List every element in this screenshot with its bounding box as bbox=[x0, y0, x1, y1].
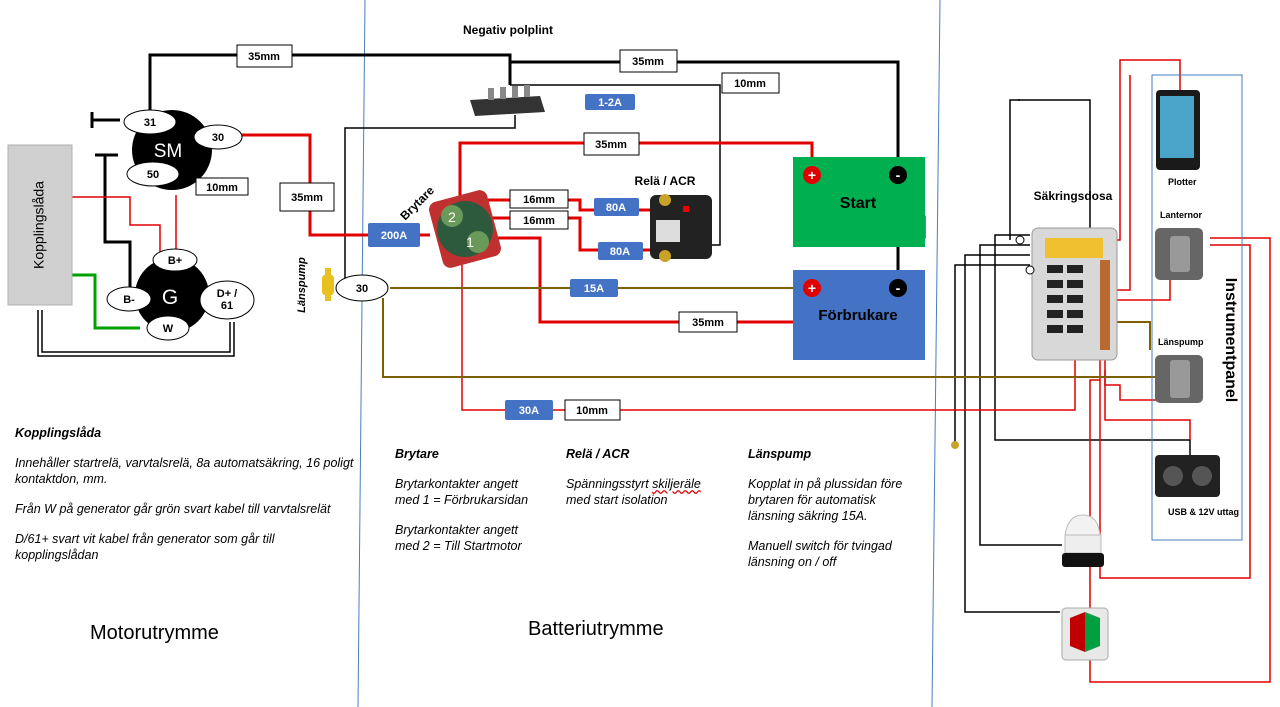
forbrukare-minus-icon bbox=[889, 279, 907, 297]
usb-socket-icon bbox=[1155, 455, 1220, 497]
svg-text:-: - bbox=[896, 167, 901, 183]
notes-kopplingslada-title: Kopplingslåda bbox=[15, 426, 102, 440]
plotter-icon bbox=[1156, 90, 1200, 170]
instrumentpanel-frame bbox=[1151, 74, 1243, 541]
wire-16-b: 16mm bbox=[523, 215, 555, 227]
section-batteriutrymme: Batteriutrymme bbox=[528, 618, 664, 640]
negativ-polplint-label: Negativ polplint bbox=[463, 23, 553, 37]
divider-left bbox=[357, 0, 366, 707]
terminal-bplus-label: B+ bbox=[168, 255, 182, 267]
terminal-30-sm-label: 30 bbox=[212, 132, 224, 144]
wire-10-top: 10mm bbox=[734, 78, 766, 90]
notes-kopplingslada-p1: Innehåller startrelä, varvtalsrelä, 8a a… bbox=[15, 456, 354, 486]
switch-icon bbox=[1155, 355, 1203, 403]
notes-brytare: Brytare Brytarkontakter angett med 1 = F… bbox=[395, 446, 545, 568]
fuse-15a: 15A bbox=[584, 283, 604, 295]
kopplingslada-box bbox=[7, 144, 73, 306]
terminal-w-label: W bbox=[163, 323, 174, 335]
svg-text:+: + bbox=[808, 167, 816, 183]
thin-black-wires bbox=[37, 84, 1191, 613]
notes-lanspump-p1: Kopplat in på plussidan före brytaren fö… bbox=[748, 477, 903, 523]
notes-brytare-p2: Brytarkontakter angett med 2 = Till Star… bbox=[395, 523, 522, 553]
terminal-30-pump bbox=[335, 274, 389, 302]
terminal-dplus-label: D+ /61 bbox=[217, 288, 237, 312]
terminal-30-sm bbox=[193, 124, 243, 150]
start-minus-icon bbox=[889, 166, 907, 184]
forbrukare-plus-icon bbox=[803, 279, 821, 297]
terminal-31-label: 31 bbox=[144, 117, 156, 129]
notes-brytare-p1: Brytarkontakter angett med 1 = Förbrukar… bbox=[395, 477, 529, 507]
forbrukare-label: Förbrukare bbox=[818, 307, 897, 324]
notes-lanspump: Länspump Kopplat in på plussidan före br… bbox=[748, 446, 913, 584]
sakringsdosa-label: Säkringsdosa bbox=[1034, 189, 1113, 203]
notes-kopplingslada-p3: D/61+ svart vit kabel från generator som… bbox=[15, 532, 275, 562]
bilge-pump-icon bbox=[322, 268, 334, 301]
lanspump-vertical-label: Länspump bbox=[296, 257, 308, 313]
fuse-30a: 30A bbox=[519, 405, 539, 417]
kopplingslada-label: Kopplingslåda bbox=[31, 181, 47, 269]
sm-label: SM bbox=[154, 141, 183, 162]
notes-rela-title: Relä / ACR bbox=[566, 447, 630, 461]
notes-rela-p1: Spänningsstyrt skiljeräle med start isol… bbox=[566, 477, 701, 507]
fuse-box-icon bbox=[1031, 227, 1118, 361]
start-label: Start bbox=[840, 195, 877, 212]
terminal-50 bbox=[126, 161, 180, 187]
notes-kopplingslada-p2: Från W på generator går grön svart kabel… bbox=[15, 502, 331, 516]
usb-label: USB & 12V uttag bbox=[1168, 507, 1239, 517]
busbar-icon bbox=[470, 85, 545, 116]
terminal-50-label: 50 bbox=[147, 169, 159, 181]
wire-35-left: 35mm bbox=[291, 192, 323, 204]
relay-icon bbox=[650, 194, 712, 262]
divider-right bbox=[931, 0, 941, 707]
breaker-2: 2 bbox=[448, 209, 456, 225]
g-label: G bbox=[162, 286, 178, 309]
wire-16-a: 16mm bbox=[523, 194, 555, 206]
instrumentpanel-label: Instrumentpanel bbox=[1222, 278, 1239, 402]
breaker-1: 1 bbox=[466, 234, 474, 250]
fuse-200a: 200A bbox=[381, 230, 407, 242]
terminal-bplus bbox=[152, 248, 198, 272]
rela-acr-label: Relä / ACR bbox=[635, 174, 696, 188]
wire-35-top-left: 35mm bbox=[248, 51, 280, 63]
notes-rela: Relä / ACR Spänningsstyrt skiljeräle med… bbox=[566, 446, 706, 522]
green-wire bbox=[72, 273, 140, 330]
notes-brytare-title: Brytare bbox=[395, 447, 439, 461]
terminal-31 bbox=[123, 109, 177, 135]
plotter-label: Plotter bbox=[1168, 177, 1197, 187]
anchor-light-icon bbox=[1062, 514, 1104, 567]
fuse-80a-bot: 80A bbox=[610, 246, 630, 258]
svg-text:-: - bbox=[896, 280, 901, 296]
navigation-light-icon bbox=[1061, 607, 1109, 661]
generator bbox=[135, 258, 209, 332]
start-plus-icon bbox=[803, 166, 821, 184]
notes-lanspump-title: Länspump bbox=[748, 447, 812, 461]
wire-10-gen: 10mm bbox=[206, 182, 238, 194]
notes-lanspump-p2: Manuell switch för tvingad länsning on /… bbox=[748, 539, 892, 569]
wire-35-red-top: 35mm bbox=[595, 139, 627, 151]
terminal-w bbox=[146, 315, 190, 341]
svg-text:+: + bbox=[808, 280, 816, 296]
fuse-1-2a: 1-2A bbox=[598, 97, 622, 109]
terminal-bminus bbox=[106, 286, 152, 312]
section-motorutrymme: Motorutrymme bbox=[90, 622, 219, 644]
battery-switch-icon: 2 1 bbox=[429, 190, 501, 268]
wire-35-forb: 35mm bbox=[692, 317, 724, 329]
lanspump-switch-label: Länspump bbox=[1158, 337, 1204, 347]
wire-10-bottom: 10mm bbox=[576, 405, 608, 417]
terminal-30-pump-label: 30 bbox=[356, 283, 368, 295]
wire-35-top-right: 35mm bbox=[632, 56, 664, 68]
lanternor-label: Lanternor bbox=[1160, 210, 1203, 220]
wire-labels: 35mm 35mm 10mm 35mm 10mm 35mm 16mm 16mm … bbox=[195, 44, 926, 421]
fuse-badges: 1-2A 80A 80A 200A 15A 30A bbox=[368, 94, 643, 420]
terminal-dplus bbox=[199, 280, 255, 320]
notes-kopplingslada: Kopplingslåda Innehåller startrelä, varv… bbox=[15, 425, 360, 577]
terminal-bminus-label: B- bbox=[123, 294, 135, 306]
fuse-80a-top: 80A bbox=[606, 202, 626, 214]
switch-icon bbox=[1155, 228, 1203, 280]
